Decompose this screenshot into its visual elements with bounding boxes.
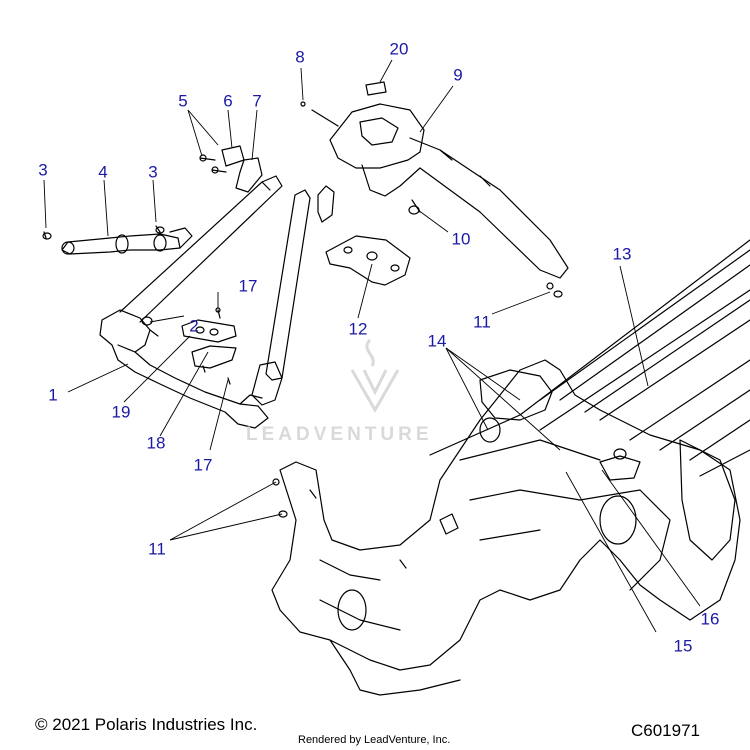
- callout-6: 6: [223, 91, 233, 111]
- callout-9: 9: [453, 65, 463, 85]
- leader-14c: [445, 347, 561, 451]
- leader-5b: [187, 109, 219, 146]
- callout-17b: 17: [193, 455, 213, 475]
- part-mid-brackets: [317, 185, 411, 286]
- part-steering-post: [329, 103, 569, 279]
- leader-lines: [43, 59, 701, 633]
- callout-18: 18: [146, 433, 166, 453]
- leader-11b1: [169, 481, 277, 541]
- callout-10: 10: [451, 229, 471, 249]
- leader-8: [300, 67, 304, 101]
- leader-11a: [491, 291, 551, 315]
- callout-3a: 3: [38, 160, 48, 180]
- callout-19: 19: [111, 402, 131, 422]
- copyright-text: © 2021 Polaris Industries Inc.: [35, 715, 258, 734]
- leader-11b2: [169, 513, 283, 541]
- callout-14: 14: [427, 331, 447, 351]
- callout-13: 13: [612, 244, 632, 264]
- callout-11a: 11: [473, 312, 491, 332]
- callout-8: 8: [295, 47, 305, 67]
- leader-19: [123, 335, 191, 403]
- callout-3b: 3: [148, 162, 158, 182]
- callout-20: 20: [389, 39, 409, 59]
- callout-1: 1: [48, 385, 58, 405]
- leader-6: [227, 109, 233, 149]
- leader-5a: [187, 109, 203, 157]
- callout-15: 15: [673, 636, 693, 656]
- leader-14b: [445, 347, 521, 401]
- leader-1: [67, 363, 129, 393]
- leader-7: [251, 109, 258, 161]
- leader-18: [159, 351, 209, 437]
- leader-17b: [209, 379, 229, 451]
- part-front-frame: [99, 309, 269, 429]
- leader-16: [601, 469, 701, 607]
- part-label-20: [365, 81, 387, 96]
- watermark-text: LEADVENTURE: [246, 424, 433, 445]
- part-pin-8: [300, 101, 339, 127]
- callout-4: 4: [98, 162, 108, 182]
- leader-2: [149, 315, 185, 323]
- part-steering-shaft: [61, 227, 193, 255]
- leader-15: [565, 471, 657, 633]
- callout-17a: 17: [238, 276, 258, 296]
- callout-16: 16: [700, 609, 720, 629]
- callout-12: 12: [348, 319, 368, 339]
- part-small-brackets: [199, 145, 263, 193]
- leader-10: [417, 209, 449, 233]
- callout-11b: 11: [148, 539, 166, 559]
- part-upper-tube: [119, 175, 283, 323]
- watermark-logo: [350, 338, 400, 414]
- rendered-by-text: Rendered by LeadVenture, Inc.: [298, 734, 451, 746]
- diagram-code: C601971: [631, 721, 701, 740]
- callout-2: 2: [189, 316, 199, 336]
- leader-4: [103, 179, 109, 237]
- part-vertical-tube: [251, 189, 311, 406]
- callout-7: 7: [252, 91, 262, 111]
- leader-20: [379, 59, 393, 83]
- part-chassis: [271, 359, 741, 696]
- part-nut-2: [141, 316, 153, 326]
- part-bolt-10: [408, 199, 421, 215]
- leader-13: [619, 265, 649, 387]
- leader-3a: [43, 179, 47, 229]
- leader-9: [419, 85, 454, 133]
- leader-12: [357, 263, 373, 319]
- leader-3b: [152, 179, 157, 223]
- part-plates: [181, 307, 237, 385]
- part-bolts-11: [272, 282, 563, 518]
- leader-14a: [445, 347, 489, 431]
- part-bolts-3: [42, 225, 165, 240]
- part-tunnel: [429, 239, 750, 477]
- callout-5: 5: [178, 91, 188, 111]
